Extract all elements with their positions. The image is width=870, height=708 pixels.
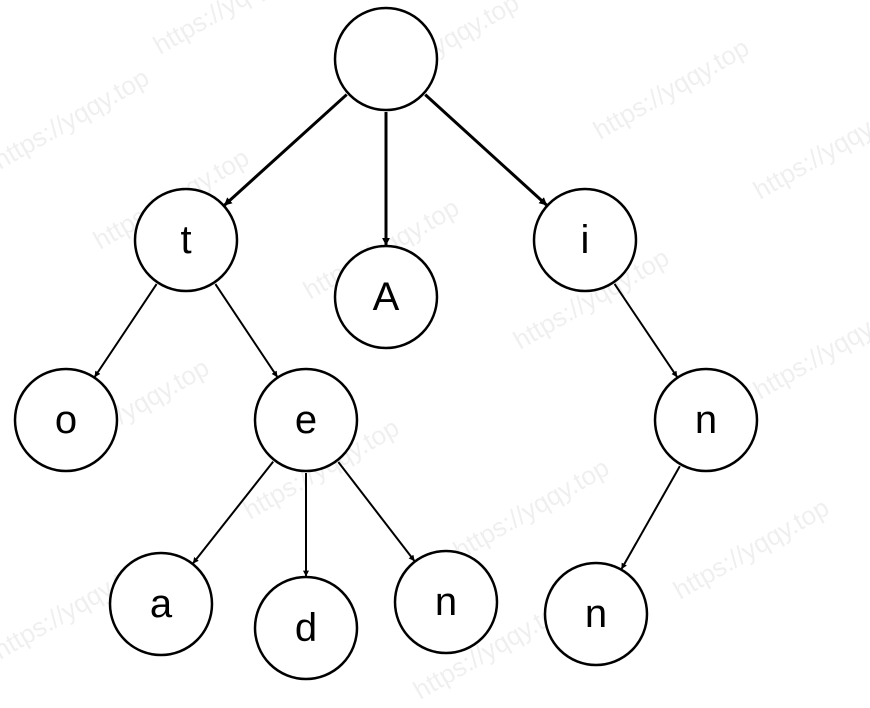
node-o-circle: [13, 367, 119, 473]
node-e-circle: [253, 367, 359, 473]
node-i: i: [532, 187, 638, 293]
node-n1-circle: [653, 367, 759, 473]
edge-i-to-n1: [613, 283, 678, 378]
node-o-label: o: [55, 398, 77, 442]
watermark-text: https://yqqy.top: [0, 62, 154, 175]
node-root-circle: [333, 6, 439, 112]
node-e: e: [253, 367, 359, 473]
node-A-circle: [333, 244, 439, 350]
nodes-layer: tAi o e n a d n n: [13, 6, 759, 681]
node-n3-circle: [543, 561, 649, 667]
watermark-text: https://yqqy.top: [148, 0, 314, 60]
node-i-label: i: [581, 218, 590, 262]
node-A-label: A: [373, 275, 400, 319]
edges-layer: [94, 93, 681, 577]
watermark-text: https://yqqy.top: [588, 32, 754, 145]
edge-e-to-n2: [337, 461, 416, 562]
node-n1-label: n: [695, 398, 717, 442]
node-n2-circle: [393, 549, 499, 655]
node-t-circle: [133, 187, 239, 293]
watermark-text: https://yqqy.top: [748, 92, 870, 205]
node-n3-label: n: [585, 592, 607, 636]
node-root: [333, 6, 439, 112]
watermark-text: https://yqqy.top: [448, 452, 614, 565]
node-a: a: [108, 551, 214, 657]
watermark-text: https://yqqy.top: [748, 292, 870, 405]
node-o: o: [13, 367, 119, 473]
watermark-text: https://yqqy.top: [668, 492, 834, 605]
edge-e-to-a: [192, 461, 274, 564]
node-a-circle: [108, 551, 214, 657]
node-A: A: [333, 244, 439, 350]
node-a-label: a: [150, 582, 173, 626]
node-n3: n: [543, 561, 649, 667]
edge-root-to-t: [223, 93, 348, 207]
node-d-label: d: [295, 606, 317, 650]
node-i-circle: [532, 187, 638, 293]
node-t: t: [133, 187, 239, 293]
edge-root-to-i: [424, 93, 548, 207]
edge-t-to-o: [94, 283, 158, 378]
node-n2-label: n: [435, 580, 457, 624]
node-t-label: t: [180, 218, 191, 262]
node-n2: n: [393, 549, 499, 655]
node-e-label: e: [295, 398, 317, 442]
edge-t-to-e: [214, 283, 278, 378]
edge-n1-to-n3: [620, 465, 681, 570]
node-n1: n: [653, 367, 759, 473]
node-d-circle: [253, 575, 359, 681]
node-d: d: [253, 575, 359, 681]
